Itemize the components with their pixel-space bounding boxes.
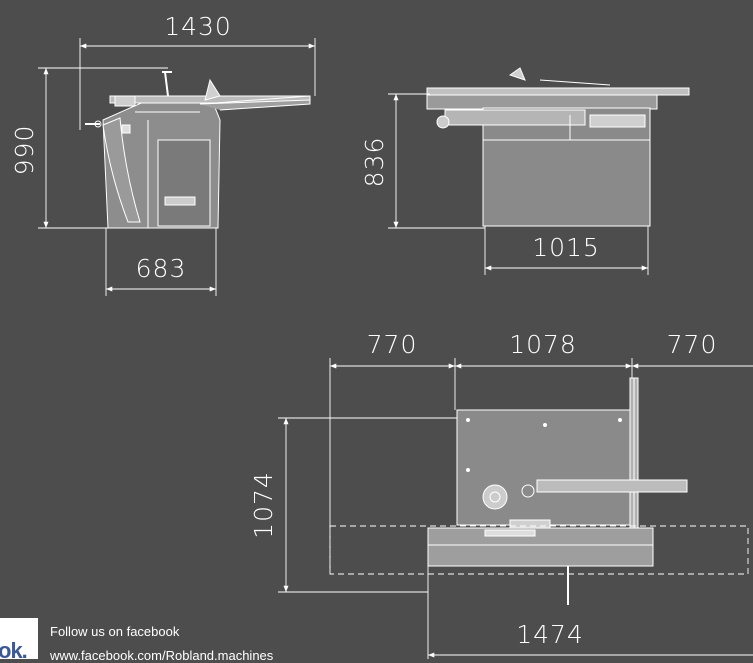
dim-1430: 1430 [164,12,232,41]
dim-1474: 1474 [516,620,584,649]
side-view-machine [426,67,690,227]
facebook-follow-text: Follow us on facebook [50,624,180,639]
front-view-dimensions [38,38,316,296]
dim-770-right: 770 [667,330,718,359]
facebook-logo-icon[interactable]: ok. [0,618,38,659]
plan-view-machine [427,377,688,605]
dim-770-left: 770 [367,330,418,359]
dim-1078: 1078 [509,330,577,359]
front-view-machine [85,71,311,229]
side-view-dimensions [388,93,649,275]
plan-view-dashed-outline [329,525,749,575]
facebook-url-link[interactable]: www.facebook.com/Robland.machines [50,648,274,663]
facebook-badge-text: ok. [0,638,28,659]
dim-1015: 1015 [532,233,600,262]
dim-836: 836 [360,137,389,188]
plan-view-dimensions [278,358,753,659]
dim-990: 990 [10,125,39,176]
dim-683: 683 [136,254,187,283]
dim-1074: 1074 [249,471,278,539]
